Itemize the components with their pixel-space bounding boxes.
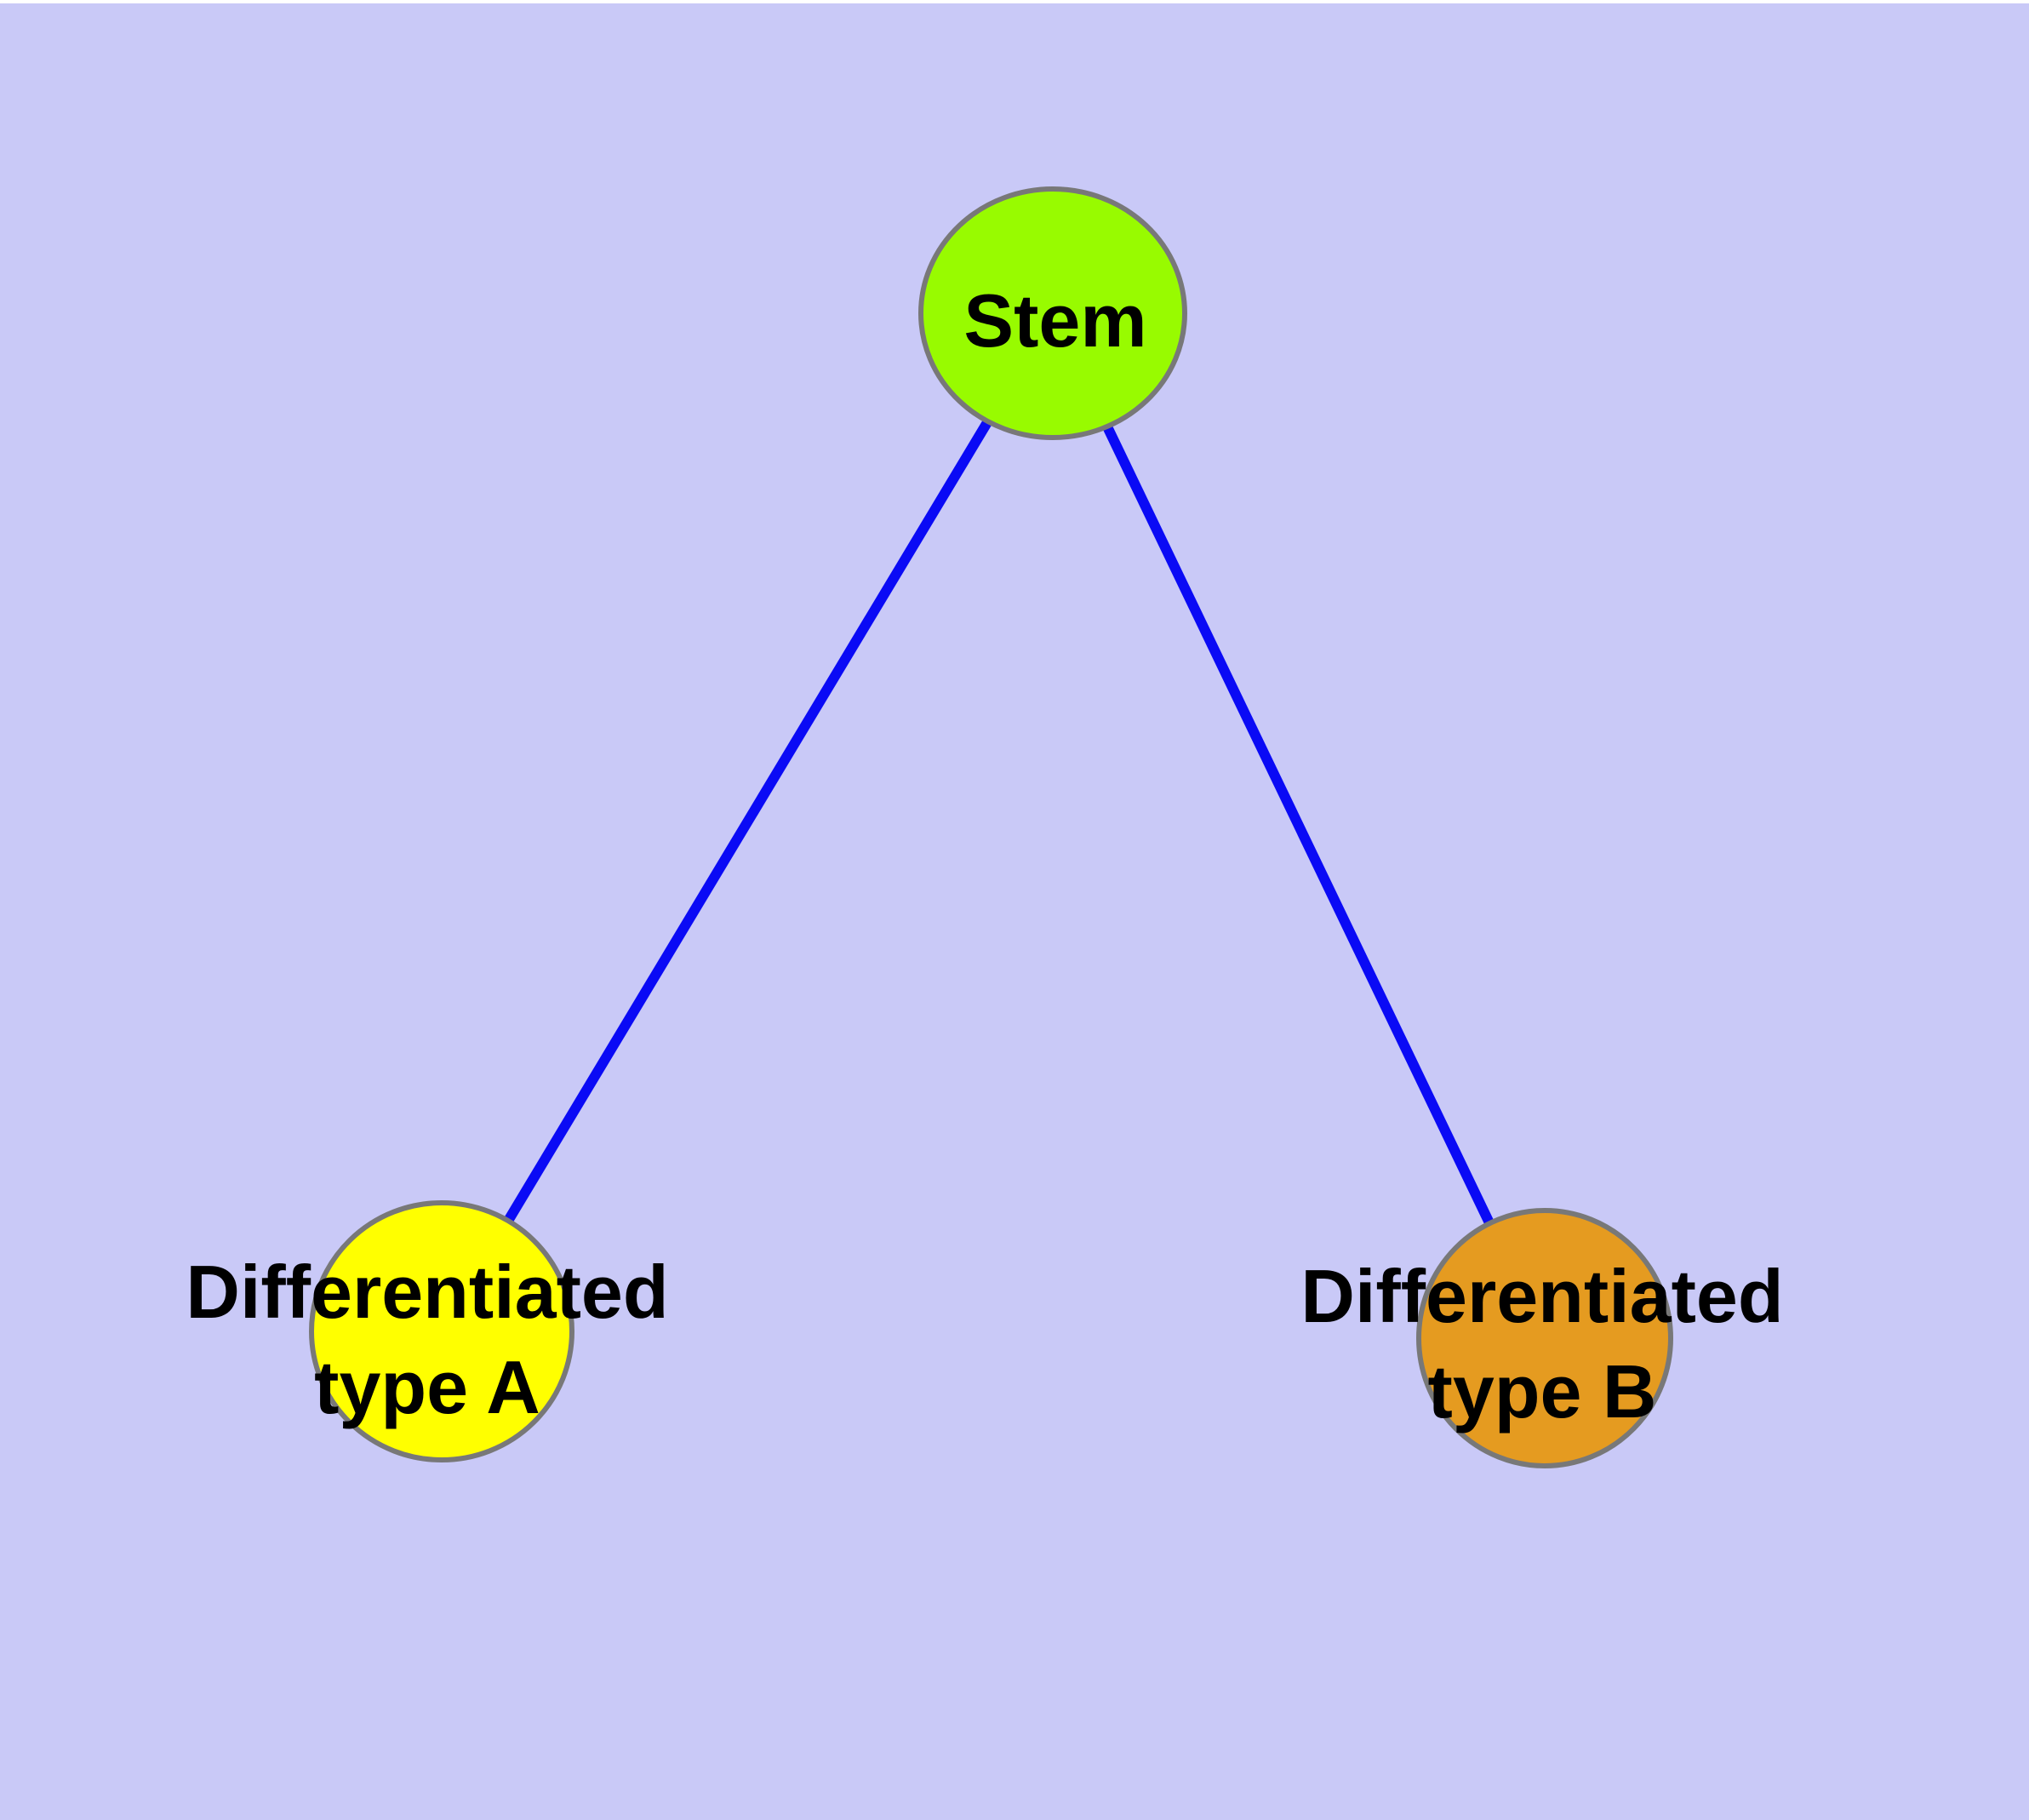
edge-stem-to-type-a xyxy=(437,310,1058,1335)
stem-node xyxy=(918,186,1187,440)
top-margin-strip xyxy=(0,0,2029,3)
type-b-node-label-line2: type B xyxy=(1428,1349,1657,1434)
edge-stem-to-type-b xyxy=(1048,311,1550,1341)
type-a-node-label-line2: type A xyxy=(314,1345,540,1429)
type-b-node xyxy=(1416,1208,1673,1468)
type-b-node-label-line1: Differentiated xyxy=(1300,1254,1783,1338)
type-a-node-label-line1: Differentiated xyxy=(186,1250,668,1334)
type-a-node xyxy=(309,1200,574,1462)
stem-node-label: Stem xyxy=(963,278,1146,363)
